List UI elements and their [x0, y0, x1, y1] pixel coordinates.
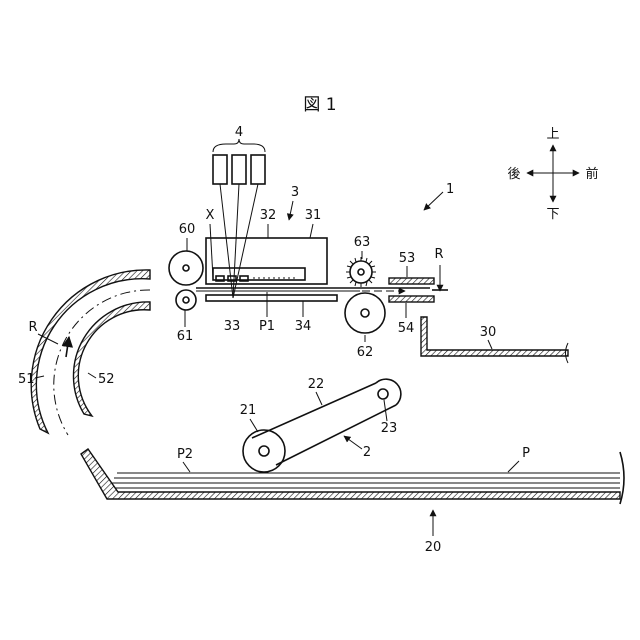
label-52: 52 [98, 372, 115, 387]
direction-compass: 上 下 前 後 [507, 127, 598, 222]
label-r-left: R [28, 320, 37, 335]
head-4b [232, 155, 246, 184]
label-x: X [206, 208, 215, 223]
label-3: 3 [291, 185, 299, 200]
head-4a [213, 155, 227, 184]
guide-52 [73, 302, 150, 416]
gear-63 [346, 257, 376, 287]
paper-stack-p [110, 473, 620, 488]
platen-34 [206, 295, 337, 301]
label-1: 1 [446, 182, 454, 197]
label-51: 51 [18, 372, 35, 387]
label-p: P [522, 446, 530, 461]
direction-down-label: 下 [546, 207, 559, 222]
label-31: 31 [305, 208, 322, 223]
label-32: 32 [260, 208, 277, 223]
label-30: 30 [480, 325, 497, 340]
reverse-path-r [54, 290, 150, 435]
label-p2: P2 [177, 447, 193, 462]
figure-title: 図 1 [303, 95, 336, 115]
label-33: 33 [224, 319, 241, 334]
head-group-4: 4 [213, 125, 265, 298]
label-p1: P1 [259, 319, 275, 334]
guide-51 [31, 270, 150, 433]
pickup-arm-22 [243, 379, 401, 472]
label-53: 53 [399, 251, 416, 266]
label-62: 62 [357, 345, 374, 360]
pickup-roller-21 [243, 430, 285, 472]
roller-60 [169, 251, 203, 285]
roller-62 [345, 293, 385, 333]
guide-53 [389, 278, 434, 284]
label-4: 4 [235, 125, 243, 140]
roller-61 [176, 290, 196, 310]
label-34: 34 [295, 319, 312, 334]
input-tray-20 [81, 449, 620, 499]
guide-54 [389, 296, 434, 302]
label-r-right: R [434, 247, 443, 262]
label-60: 60 [179, 222, 196, 237]
print-unit-31 [206, 238, 327, 284]
direction-front-label: 前 [585, 166, 598, 182]
label-63: 63 [354, 235, 371, 250]
direction-up-label: 上 [546, 127, 559, 142]
head-4c [251, 155, 265, 184]
label-2: 2 [363, 445, 371, 460]
label-21: 21 [240, 403, 257, 418]
direction-back-label: 後 [507, 167, 520, 182]
label-54: 54 [398, 321, 415, 336]
label-61: 61 [177, 329, 194, 344]
leader-1 [424, 192, 443, 210]
label-20: 20 [425, 540, 442, 555]
label-23: 23 [381, 421, 398, 436]
label-22: 22 [308, 377, 325, 392]
